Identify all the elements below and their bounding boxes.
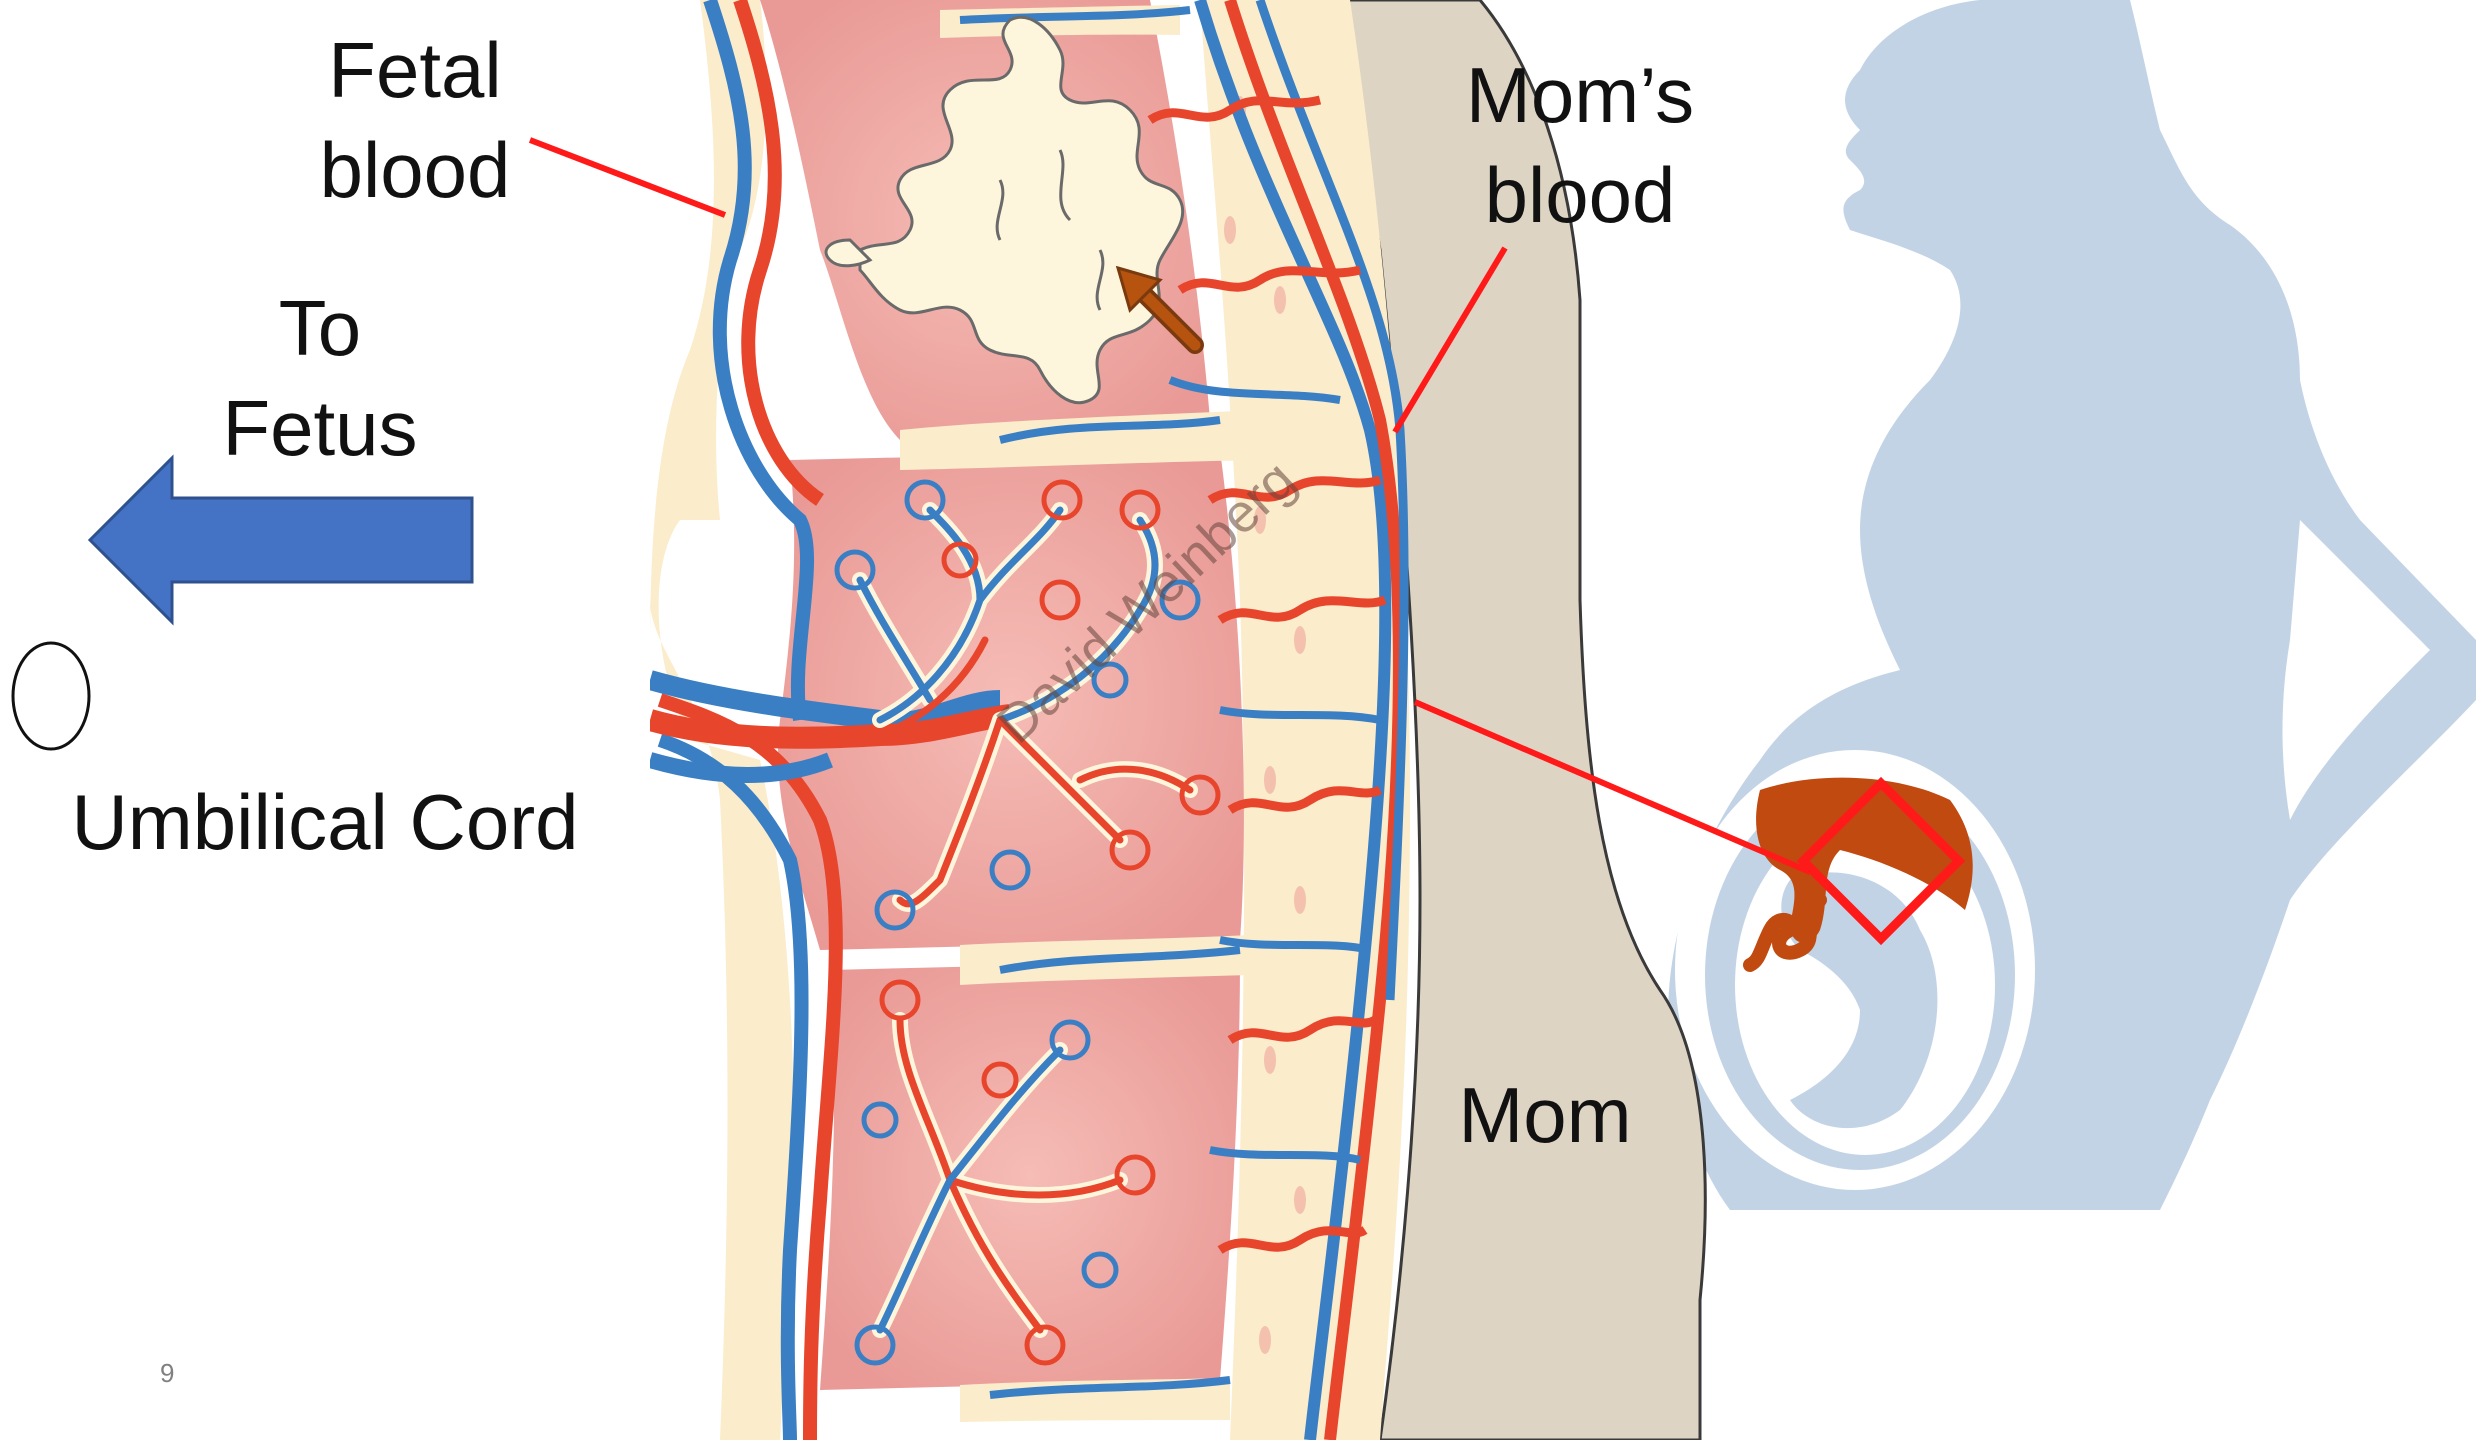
moms-blood-label: Mom’s blood (1440, 45, 1720, 245)
to-fetus-label: To Fetus (200, 278, 440, 478)
umbilical-cord-label: Umbilical Cord (70, 772, 580, 872)
moms-blood-label-line1: Mom’s (1440, 45, 1720, 145)
mom-label: Mom (1440, 1065, 1650, 1165)
moms-blood-label-line2: blood (1440, 145, 1720, 245)
page-number: 9 (160, 1358, 174, 1389)
fetal-blood-label-line2: blood (300, 120, 530, 220)
pregnant-woman-silhouette (1668, 0, 2476, 1210)
to-fetus-label-line2: Fetus (200, 378, 440, 478)
to-fetus-arrow (90, 458, 472, 622)
to-fetus-label-line1: To (200, 278, 440, 378)
fetal-blood-label-line1: Fetal (300, 20, 530, 120)
fetal-blood-label: Fetal blood (300, 20, 530, 220)
fetal-blood-pointer (530, 140, 725, 215)
cord-circle (13, 643, 89, 749)
